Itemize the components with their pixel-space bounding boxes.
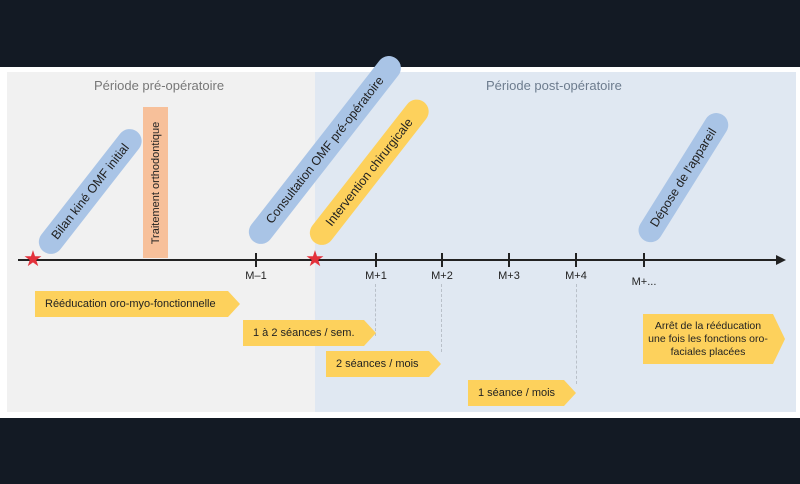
tick-label: M–1 [245,270,267,282]
session-reeducation: Rééducation oro-myo-fonctionnelle [35,291,240,317]
tick-label: M+2 [431,270,453,282]
post-operative-title: Période post-opératoire [486,78,622,93]
tick-mplus [643,253,645,267]
session-end: Arrêt de la rééducation une fois les fon… [643,314,785,364]
guide-m4 [576,284,577,384]
tick-m4 [575,253,577,267]
pre-operative-title: Période pré-opératoire [94,78,225,93]
guide-m2 [441,284,442,352]
tick-m2 [441,253,443,267]
milestone-orthodontic-treatment: Traitement orthodontique [143,107,168,258]
session-monthly: 1 séance / mois [468,380,576,406]
star-icon-start: ★ [23,246,43,271]
tick-label: M+3 [498,270,520,282]
tick-label: M+... [631,276,657,288]
session-bimonthly: 2 séances / mois [326,351,441,377]
tick-label: M+1 [365,270,387,282]
timeline-arrow-icon [776,255,786,265]
session-weekly: 1 à 2 séances / sem. [243,320,376,346]
tick-label: M+4 [565,270,587,282]
orthodontic-label: Traitement orthodontique [149,121,162,244]
timeline-axis [18,259,778,261]
tick-m-1 [255,253,257,267]
star-icon-surgery: ★ [305,246,325,271]
tick-m3 [508,253,510,267]
tick-m1 [375,253,377,267]
guide-m1 [375,284,376,336]
